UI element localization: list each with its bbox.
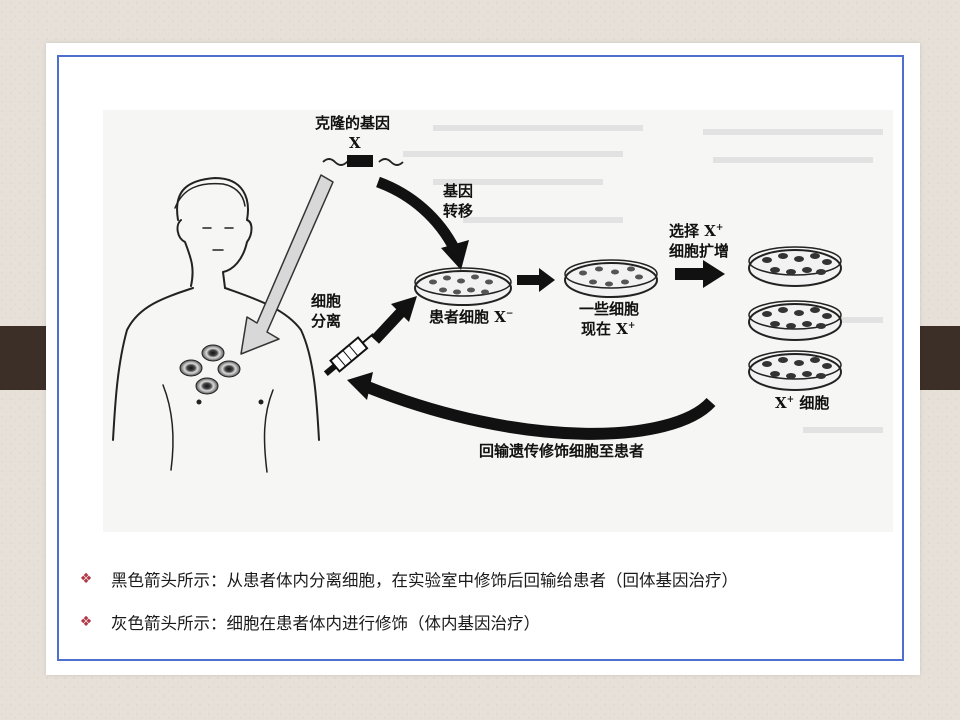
transfer-to-dish-arrow: [517, 268, 555, 292]
patient-figure: [112, 177, 320, 473]
some-cells-label-2: 现在 X+: [581, 320, 635, 338]
bullet-text: 灰色箭头所示：细胞在患者体内进行修饰（体内基因治疗）: [111, 614, 540, 633]
reinfuse-arrow: [347, 372, 716, 440]
x-plus-dishes: [748, 246, 842, 391]
some-cells-label-1: 一些细胞: [579, 300, 639, 318]
gene-transfer-arrow: [441, 240, 469, 270]
patient-cells-dish: [414, 267, 512, 306]
diamond-bullet-icon: ❖: [79, 571, 93, 587]
diamond-bullet-icon: ❖: [79, 614, 93, 630]
cloned-gene-label: 克隆的基因: [315, 114, 390, 132]
slide: 克隆的基因 X 基因 转移: [46, 43, 920, 675]
gene-transfer-label-2: 转移: [443, 202, 473, 220]
syringe-icon: [323, 333, 374, 377]
select-expand-label-2: 细胞扩增: [669, 242, 729, 260]
select-expand-label-1: 选择 X+: [669, 222, 723, 240]
gene-therapy-figure: 克隆的基因 X 基因 转移: [103, 110, 893, 532]
cell-isolation-label-1: 细胞: [311, 292, 341, 310]
x-cells-label: X+ 细胞: [775, 394, 829, 412]
cell-isolation-arrow: [370, 296, 417, 344]
patient-cells-label: 患者细胞 X−: [429, 308, 513, 326]
gene-x-label: X: [349, 134, 361, 152]
reinfuse-label: 回输遗传修饰细胞至患者: [479, 442, 644, 460]
select-expand-arrow: [675, 260, 725, 288]
slide-frame: 克隆的基因 X 基因 转移: [57, 55, 904, 661]
bullet-in-vivo: ❖ 灰色箭头所示：细胞在患者体内进行修饰（体内基因治疗）: [77, 608, 540, 636]
gene-therapy-diagram: 克隆的基因 X 基因 转移: [103, 110, 893, 532]
bullet-text: 黑色箭头所示：从患者体内分离细胞，在实验室中修饰后回输给患者（回体基因治疗）: [111, 571, 738, 590]
cell-isolation-label-2: 分离: [311, 312, 341, 330]
gray-arrow-in-vivo: [240, 174, 334, 355]
dna-segment-icon: [322, 155, 404, 167]
some-cells-dish: [564, 259, 658, 298]
chest-cells: [179, 344, 241, 395]
gene-transfer-label-1: 基因: [442, 182, 473, 200]
bullet-ex-vivo: ❖ 黑色箭头所示：从患者体内分离细胞，在实验室中修饰后回输给患者（回体基因治疗）: [77, 565, 738, 593]
